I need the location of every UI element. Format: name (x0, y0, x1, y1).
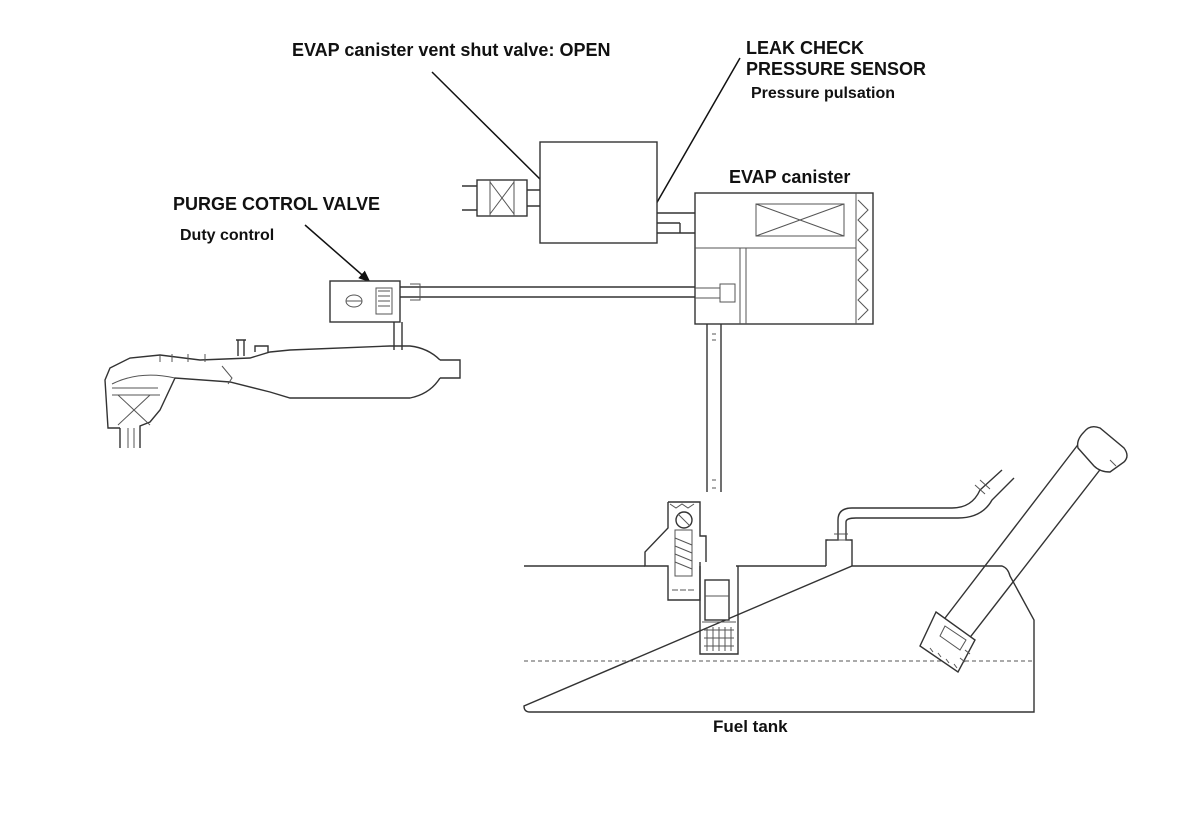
fuel-tank (523, 565, 1035, 713)
purge-valve-leader-arrow (304, 224, 371, 283)
vent-valve-leader-arrow (431, 71, 553, 192)
purge-control-valve (329, 280, 401, 323)
vapor-line (706, 324, 722, 492)
evap-canister-label: EVAP canister (729, 167, 850, 187)
rollover-cut-valve (644, 501, 707, 601)
vent-valve-label: EVAP canister vent shut valve: OPEN (292, 40, 610, 60)
leak-sensor-leader-arrow (647, 57, 741, 220)
fuel-pump-module (699, 566, 739, 655)
leak-check-pump-module (539, 141, 695, 244)
leak-sensor-label-line2: PRESSURE SENSOR (746, 59, 926, 79)
vent-shut-valve (462, 179, 540, 217)
evap-canister (694, 192, 874, 325)
filler-vent-line (825, 469, 1015, 566)
fuel-tank-label: Fuel tank (713, 717, 788, 736)
filler-neck (919, 425, 1128, 674)
pressure-pulsation-label: Pressure pulsation (751, 85, 895, 102)
purge-valve-label: PURGE COTROL VALVE (173, 194, 380, 214)
intake-manifold (104, 322, 461, 448)
duty-control-label: Duty control (180, 227, 274, 244)
leak-sensor-label-line1: LEAK CHECK (746, 38, 864, 58)
purge-line (400, 283, 695, 301)
